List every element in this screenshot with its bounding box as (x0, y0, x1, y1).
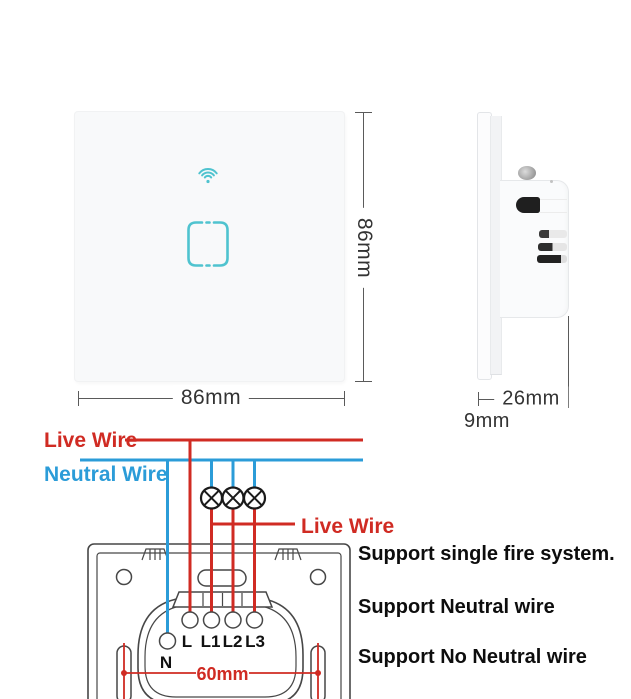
terminal-L2 (224, 611, 242, 629)
neutral-wire-label: Neutral Wire (44, 463, 168, 486)
wifi-icon (198, 168, 218, 184)
side-view-vent-slot (537, 255, 567, 263)
lamp-symbol (221, 486, 245, 510)
front-width-dim-cap-right (344, 391, 345, 406)
feature-neutral-wire: Support Neutral wire (358, 596, 555, 618)
terminal-label-L1: L1 (201, 632, 221, 651)
front-height-dim-cap-top (355, 112, 372, 113)
terminal-L (181, 611, 199, 629)
front-width-dim-cap-left (78, 391, 79, 406)
feature-single-fire: Support single fire system. (358, 543, 615, 565)
side-view-vent-slot (538, 243, 567, 251)
screw-hole (115, 568, 133, 586)
front-width-label: 86mm (172, 385, 250, 411)
side-glass-dim-cap-left (478, 392, 479, 406)
terminal-label-N: N (160, 653, 172, 672)
module-arch-inner (144, 603, 297, 698)
terminal-label-L2: L2 (223, 632, 243, 651)
front-height-dim-cap-bottom (355, 381, 372, 382)
mounting-clip (141, 548, 169, 561)
terminal-label-L: L (182, 632, 192, 651)
live-wire-label-top: Live Wire (44, 429, 137, 452)
center-slot (197, 569, 247, 587)
live-wire-label-lamp: Live Wire (301, 515, 394, 538)
side-view-seam (540, 199, 567, 200)
terminal-L3 (245, 611, 264, 629)
side-depth-label: 26mm (494, 386, 568, 412)
side-view-vent-slot (539, 230, 567, 238)
lamp-symbol (199, 486, 224, 510)
terminal-L1 (202, 611, 221, 629)
side-view-seam (540, 212, 567, 213)
side-view-screw (518, 166, 536, 180)
side-depth-dim-extension (568, 316, 569, 408)
side-view-clip-notch (516, 197, 540, 213)
screw-hole (309, 568, 327, 586)
lamp-symbol (242, 486, 267, 510)
wires (80, 438, 363, 641)
mounting-clip (274, 548, 302, 561)
mount-distance-label: 60mm (196, 664, 248, 684)
touch-button-outline (187, 221, 229, 267)
terminal-N (158, 632, 177, 650)
side-glass-thickness-label: 9mm (464, 410, 510, 432)
terminal-label-L3: L3 (245, 632, 265, 651)
side-view-pinhole (550, 180, 553, 183)
feature-no-neutral-wire: Support No Neutral wire (358, 646, 587, 668)
mount-distance-dimension (121, 643, 321, 699)
switch-front-panel (74, 111, 345, 382)
